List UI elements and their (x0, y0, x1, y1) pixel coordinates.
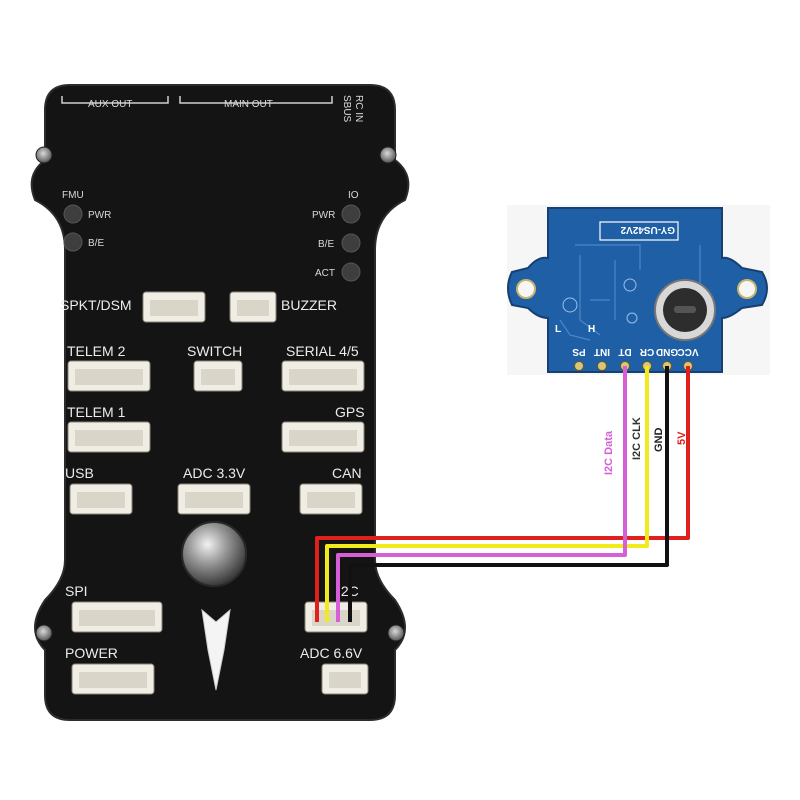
screw-icon (35, 624, 53, 642)
spkt-dsm-connector (142, 291, 206, 323)
can-connector (299, 483, 363, 515)
orientation-arrow-icon (201, 608, 231, 691)
pin-label-vcc: VCC (677, 346, 698, 357)
adc33-label: ADC 3.3V (183, 465, 246, 481)
pin-pad-ps (574, 361, 584, 371)
wire-label-5v: 5V (676, 431, 688, 445)
switch-label: SWITCH (187, 343, 242, 359)
pin-label-gnd: GND (656, 346, 678, 357)
pcb-traces (559, 244, 701, 341)
io-label: IO (348, 190, 359, 201)
sbus-label: SBUS (341, 95, 352, 123)
adc66-connector (321, 663, 369, 695)
wire-labels: I2C Data I2C CLK GND 5V (603, 417, 688, 475)
spi-label: SPI (65, 583, 88, 599)
main-out-bracket (179, 96, 333, 104)
mounting-hole-icon (737, 279, 757, 299)
io-act-led (341, 262, 361, 282)
pin-label-int: INT (594, 346, 610, 357)
rc-in-label: RC IN (353, 95, 364, 122)
buzzer-label: BUZZER (281, 297, 337, 313)
adc66-label: ADC 6.6V (300, 645, 363, 661)
wire-5v (315, 366, 690, 622)
gps-connector (281, 421, 365, 453)
serial45-connector (281, 360, 365, 392)
serial45-label: SERIAL 4/5 (286, 343, 359, 359)
flight-controller: AUX OUT MAIN OUT SBUS RC IN FMU PWR B/E … (30, 84, 410, 721)
telem2-connector (67, 360, 151, 392)
pin-pad-int (597, 361, 607, 371)
spkt-dsm-label: SPKT/DSM (60, 297, 132, 313)
telem2-label: TELEM 2 (67, 343, 126, 359)
screw-icon (387, 624, 405, 642)
component-icon (623, 278, 637, 292)
fmu-be-led (63, 232, 83, 252)
aux-out-label: AUX OUT (88, 99, 132, 110)
silk-h-label: H (588, 324, 595, 335)
model-label: GY-US42V2 (620, 224, 675, 235)
wires (315, 366, 690, 622)
safety-switch-button (181, 521, 247, 587)
wire-label-gnd: GND (653, 428, 665, 453)
fmu-pwr-led (63, 204, 83, 224)
component-icon (562, 297, 578, 313)
io-pwr-led (341, 204, 361, 224)
pin-label-ps: PS (572, 346, 586, 357)
telem1-connector (67, 421, 151, 453)
wire-label-i2c-clk: I2C CLK (631, 417, 643, 460)
flight-controller-case (30, 84, 410, 721)
telem1-label: TELEM 1 (67, 404, 126, 420)
usb-connector (69, 483, 133, 515)
screw-icon (379, 146, 397, 164)
io-pwr-label: PWR (312, 210, 335, 221)
pin-label-cr: CR (639, 346, 654, 357)
spi-connector (71, 601, 163, 633)
adc33-connector (177, 483, 251, 515)
fmu-pwr-label: PWR (88, 210, 111, 221)
i2c-label: I2C (337, 583, 359, 599)
wire-i2c-clk (325, 366, 649, 622)
screw-icon (35, 146, 53, 164)
io-be-label: B/E (318, 239, 334, 250)
transducer-slot (674, 306, 696, 313)
wire-i2c-data (336, 366, 627, 622)
silk-l-label: L (555, 324, 561, 335)
power-connector (71, 663, 155, 695)
wire-label-i2c-data: I2C Data (603, 430, 615, 475)
fmu-be-label: B/E (88, 238, 104, 249)
can-label: CAN (332, 465, 362, 481)
io-be-led (341, 233, 361, 253)
buzzer-connector (229, 291, 277, 323)
component-icon (626, 312, 638, 324)
aux-out-bracket (61, 96, 169, 104)
switch-connector (193, 360, 243, 392)
usb-label: USB (65, 465, 94, 481)
fmu-label: FMU (62, 190, 84, 201)
main-out-label: MAIN OUT (224, 99, 273, 110)
pin-label-dt: DT (618, 346, 631, 357)
power-label: POWER (65, 645, 118, 661)
model-label-box (599, 221, 679, 241)
gps-label: GPS (335, 404, 365, 420)
mounting-hole-icon (516, 279, 536, 299)
wire-gnd (348, 366, 669, 622)
io-act-label: ACT (315, 268, 335, 279)
